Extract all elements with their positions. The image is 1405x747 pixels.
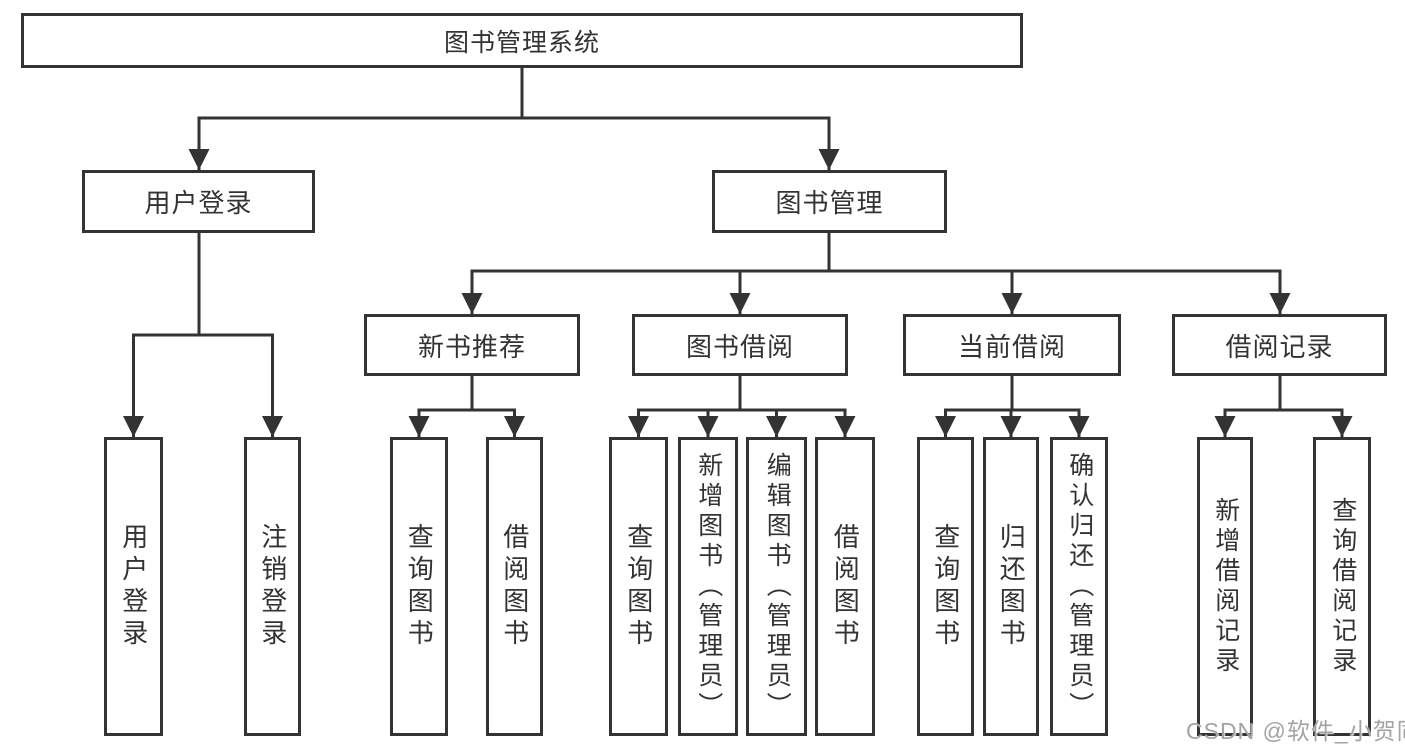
node-cb-return-books: 归还图书 [983,437,1039,736]
node-label: 图书借阅 [685,331,794,362]
node-cb-query-books: 查询图书 [917,437,974,736]
node-label: 用户登录 [118,522,149,651]
node-logout-leaf: 注销登录 [244,437,301,736]
node-label: 归还图书 [996,522,1027,651]
node-label: 编辑图书（管理员） [763,451,792,722]
node-label: 查询图书 [404,522,435,651]
node-br-add-record: 新增借阅记录 [1197,437,1253,736]
node-label: 查询图书 [623,522,654,651]
node-label: 图书管理系统 [443,28,600,57]
node-label: 借阅图书 [830,522,861,651]
node-label: 当前借阅 [957,331,1066,362]
connector-root [197,66,831,120]
node-label: 借阅图书 [499,522,530,651]
node-label: 注销登录 [257,522,288,651]
node-current-borrow: 当前借阅 [903,314,1121,376]
node-label: 新增图书（管理员） [694,451,723,722]
connector-current-borrow [944,374,1081,412]
node-new-book-recommend: 新书推荐 [364,314,580,376]
node-user-login-leaf: 用户登录 [104,437,163,736]
node-label: 图书管理 [775,188,884,218]
connector-user-login [132,231,274,337]
node-borrow-records: 借阅记录 [1172,314,1387,376]
connector-borrow-records [1223,374,1344,412]
node-label: 借阅记录 [1225,331,1334,362]
node-label: 查询借阅记录 [1328,496,1357,677]
node-nb-query-books: 查询图书 [390,437,448,736]
node-user-login: 用户登录 [82,170,315,233]
node-label: 确认归还（管理员） [1065,451,1094,722]
connector-new-book-recommend [417,374,516,412]
node-bb-add-books-admin: 新增图书（管理员） [678,437,738,736]
node-cb-confirm-return-admin: 确认归还（管理员） [1050,437,1108,736]
node-label: 查询图书 [930,522,961,651]
node-label: 新书推荐 [417,331,526,362]
node-bb-borrow-books: 借阅图书 [815,437,875,736]
node-library-management-system: 图书管理系统 [21,13,1023,68]
connector-book-borrow [637,374,847,412]
node-bb-edit-books-admin: 编辑图书（管理员） [746,437,807,736]
node-book-borrow: 图书借阅 [632,314,848,376]
connector-book-management [470,231,1282,273]
node-book-management: 图书管理 [712,170,947,233]
node-label: 用户登录 [144,188,253,218]
node-bb-query-books: 查询图书 [609,437,668,736]
node-br-query-record: 查询借阅记录 [1313,437,1371,736]
node-nb-borrow-books: 借阅图书 [486,437,543,736]
csdn-watermark: CSDN @软件_小贺同学 [1186,718,1405,744]
node-label: 新增借阅记录 [1211,496,1240,677]
